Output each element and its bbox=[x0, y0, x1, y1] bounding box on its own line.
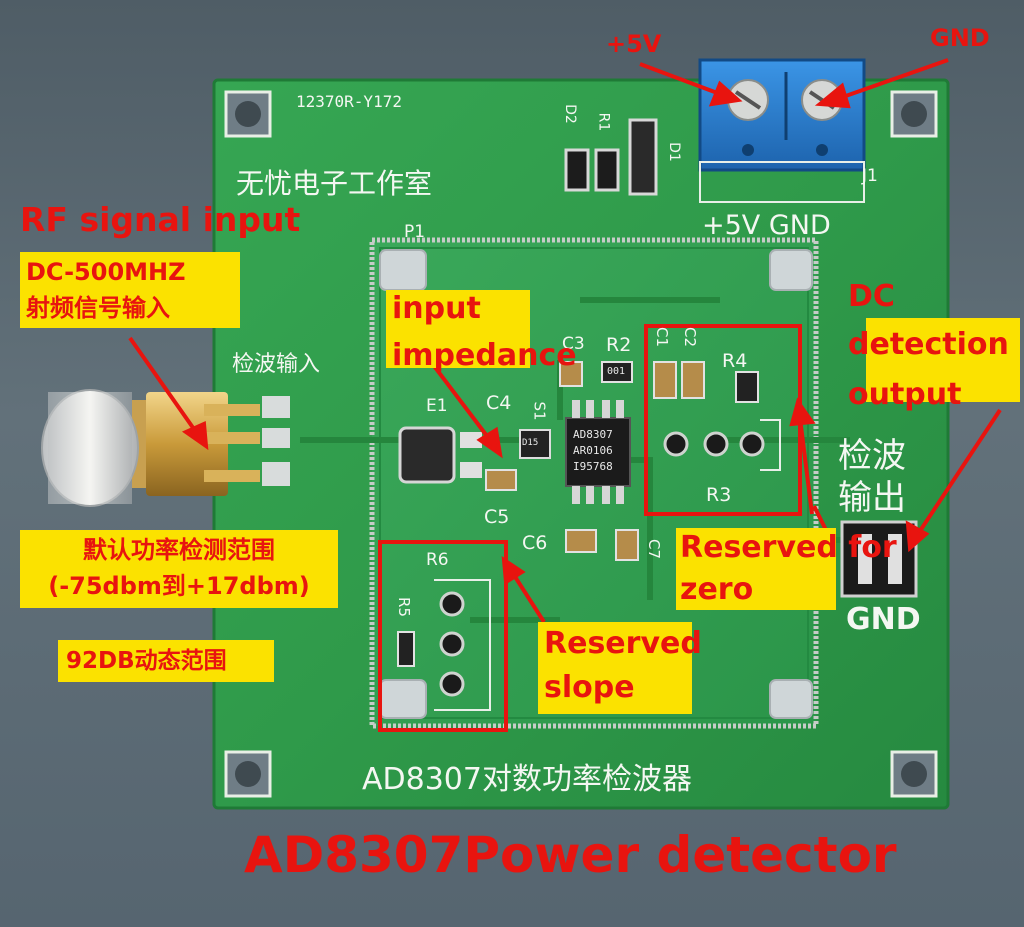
product-title: AD8307Power detector bbox=[244, 826, 897, 884]
power-terminal-label: +5V GND bbox=[702, 210, 831, 241]
designator-r4: R4 bbox=[722, 350, 748, 372]
designator-c5: C5 bbox=[484, 506, 510, 528]
designator-r6: R6 bbox=[426, 550, 449, 570]
designator-c3: C3 bbox=[562, 334, 585, 354]
dc-output-line3: output bbox=[848, 377, 962, 412]
chip-marking-line1: AD8307 bbox=[573, 428, 613, 441]
designator-r5: R5 bbox=[394, 597, 413, 617]
reserved-zero-line2: zero bbox=[676, 572, 836, 610]
frequency-range-label: DC-500MHZ 射频信号输入 bbox=[20, 252, 240, 328]
chip-marking-line2: AR0106 bbox=[573, 444, 613, 457]
reserved-slope-label: Reserved slope bbox=[538, 622, 702, 714]
designator-c2: C2 bbox=[681, 326, 700, 348]
designator-s1: S1 bbox=[530, 401, 549, 421]
chip-marking-line3: I95768 bbox=[573, 460, 613, 473]
dc-output-highlight bbox=[866, 318, 1020, 402]
detect-output-silk-line2: 输出 bbox=[838, 478, 906, 518]
reserved-slope-line2: slope bbox=[544, 670, 635, 705]
rf-input-silk-label: 检波输入 bbox=[232, 352, 321, 377]
designator-d1: D1 bbox=[665, 142, 682, 162]
reserved-slope-line1: Reserved bbox=[544, 626, 702, 661]
dc-output-line2: detection bbox=[848, 327, 1009, 362]
reserved-slope-highlight-box bbox=[378, 540, 508, 732]
dynamic-range-label: 92DB动态范围 bbox=[58, 640, 274, 682]
input-impedance-line1: input bbox=[392, 291, 481, 326]
rf-signal-input-annotation: RF signal input bbox=[20, 200, 301, 239]
gnd-silk-label: GND bbox=[846, 602, 921, 637]
resistor-001-marking: 001 bbox=[607, 366, 626, 377]
designator-r2: R2 bbox=[606, 334, 632, 356]
pcb-code-label: 12370R-Y172 bbox=[296, 92, 402, 111]
gnd-annotation: GND bbox=[930, 24, 990, 52]
frequency-range-line1: DC-500MHZ bbox=[26, 258, 186, 286]
default-range-line1: 默认功率检测范围 bbox=[83, 536, 275, 564]
designator-c7: C7 bbox=[645, 538, 664, 560]
input-impedance-line2: impedance bbox=[392, 338, 577, 373]
default-range-label: 默认功率检测范围 (-75dbm到+17dbm) bbox=[20, 530, 338, 608]
plus5v-annotation: +5V bbox=[606, 30, 662, 58]
designator-c1: C1 bbox=[653, 326, 672, 348]
designator-c4: C4 bbox=[486, 392, 512, 414]
designator-e1: E1 bbox=[426, 396, 448, 416]
default-range-line2: (-75dbm到+17dbm) bbox=[48, 572, 310, 600]
designator-r1: R1 bbox=[595, 112, 612, 132]
designator-j1: J1 bbox=[862, 166, 878, 186]
input-impedance-label: input bbox=[386, 290, 530, 368]
board-title-silk: AD8307对数功率检波器 bbox=[362, 762, 692, 797]
frequency-range-line2: 射频信号输入 bbox=[26, 294, 170, 322]
designator-c6: C6 bbox=[522, 532, 548, 554]
designator-d2: D2 bbox=[561, 104, 578, 124]
dc-output-line1: DC bbox=[848, 279, 895, 314]
reserved-zero-line1: Reserved for bbox=[676, 528, 897, 572]
designator-r3: R3 bbox=[706, 484, 732, 506]
studio-name-label: 无忧电子工作室 bbox=[236, 167, 433, 200]
designator-p1: P1 bbox=[404, 222, 426, 242]
diode-small-marking: D15 bbox=[522, 438, 539, 448]
detect-output-silk-line1: 检波 bbox=[838, 436, 906, 476]
